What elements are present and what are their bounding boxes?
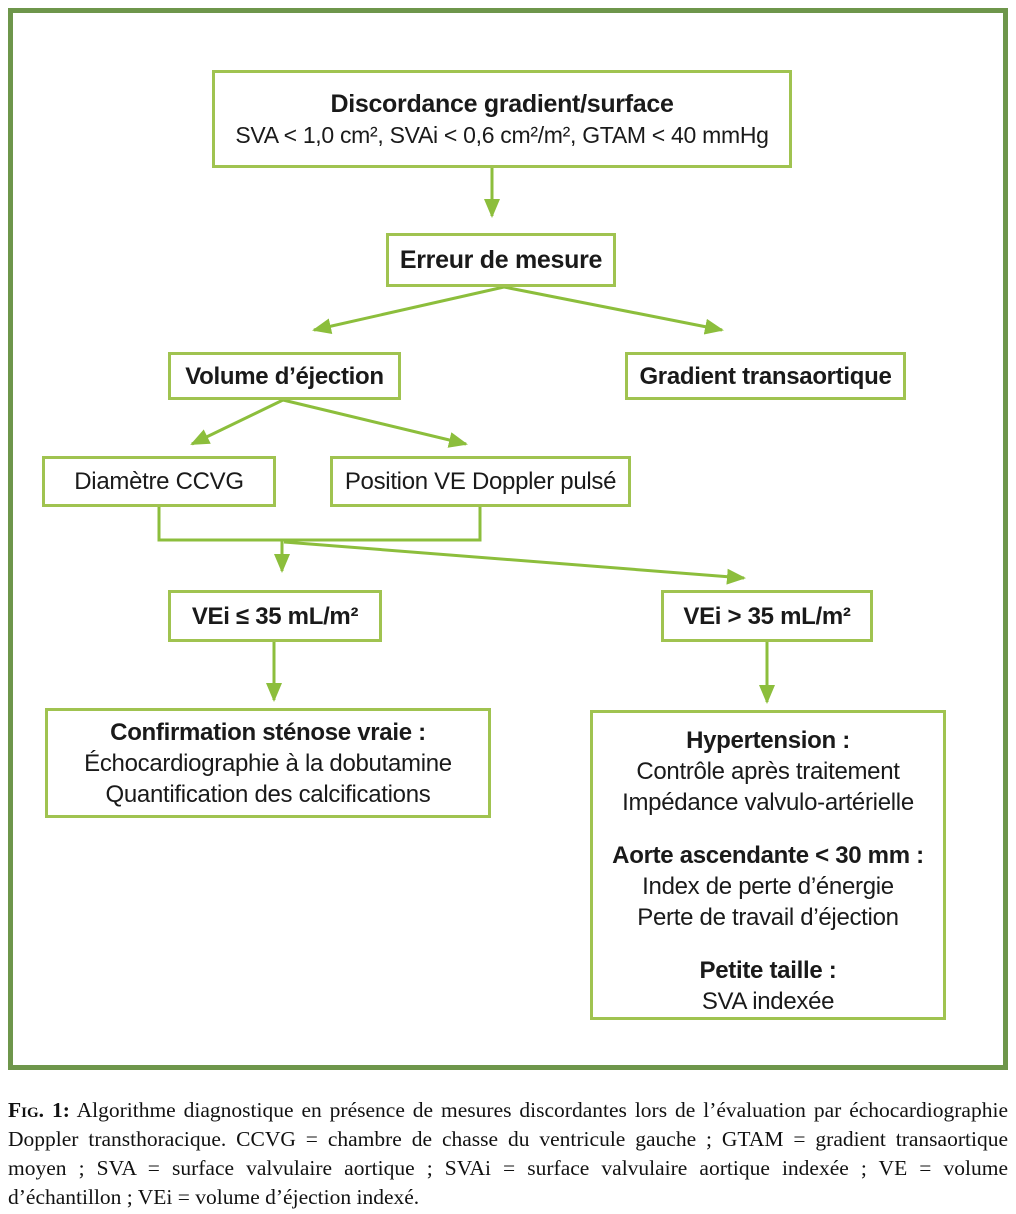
section-aorte-line: Index de perte d’énergie: [642, 873, 894, 900]
node-gradient-transaortique: Gradient transaortique: [625, 352, 906, 400]
node-vei-sup-35: VEi > 35 mL/m²: [661, 590, 873, 642]
node-volume-title: Volume d’éjection: [185, 362, 384, 390]
section-hypertension-title: Hypertension :: [686, 727, 850, 754]
node-position-title: Position VE Doppler pulsé: [344, 468, 617, 495]
section-petite-taille-title: Petite taille :: [699, 957, 837, 984]
section-petite-taille-line: SVA indexée: [701, 988, 835, 1015]
node-gradient-title: Gradient transaortique: [639, 362, 892, 390]
node-erreur-de-mesure: Erreur de mesure: [386, 233, 616, 287]
figure-caption-label: Fig. 1:: [8, 1098, 70, 1122]
section-hypertension-line: Impédance valvulo-artérielle: [622, 789, 914, 816]
figure-caption-text: Algorithme diagnostique en présence de m…: [8, 1098, 1008, 1209]
node-discordance-criteria: SVA < 1,0 cm², SVAi < 0,6 cm²/m², GTAM <…: [235, 122, 769, 148]
node-discordance-title: Discordance gradient/surface: [330, 90, 674, 118]
node-erreur-title: Erreur de mesure: [399, 246, 603, 274]
node-hypertension-options: Hypertension : Contrôle après traitement…: [590, 710, 946, 1020]
node-vei-sup-title: VEi > 35 mL/m²: [683, 602, 851, 630]
node-discordance: Discordance gradient/surface SVA < 1,0 c…: [212, 70, 792, 168]
node-vei-inf-35: VEi ≤ 35 mL/m²: [168, 590, 382, 642]
node-position-ve-doppler: Position VE Doppler pulsé: [330, 456, 631, 507]
node-confirmation-line: Quantification des calcifications: [105, 780, 431, 808]
node-confirmation-stenose: Confirmation sténose vraie : Échocardiog…: [45, 708, 491, 818]
node-diametre-title: Diamètre CCVG: [74, 468, 244, 495]
node-volume-ejection: Volume d’éjection: [168, 352, 401, 400]
node-confirmation-line: Échocardiographie à la dobutamine: [84, 749, 452, 777]
section-aorte-title: Aorte ascendante < 30 mm :: [612, 842, 924, 869]
node-vei-inf-title: VEi ≤ 35 mL/m²: [191, 602, 359, 630]
figure-caption: Fig. 1: Algorithme diagnostique en prése…: [8, 1096, 1008, 1212]
node-diametre-ccvg: Diamètre CCVG: [42, 456, 276, 507]
section-aorte-line: Perte de travail d’éjection: [637, 904, 899, 931]
section-hypertension-line: Contrôle après traitement: [636, 758, 900, 785]
node-confirmation-title: Confirmation sténose vraie :: [110, 718, 426, 746]
